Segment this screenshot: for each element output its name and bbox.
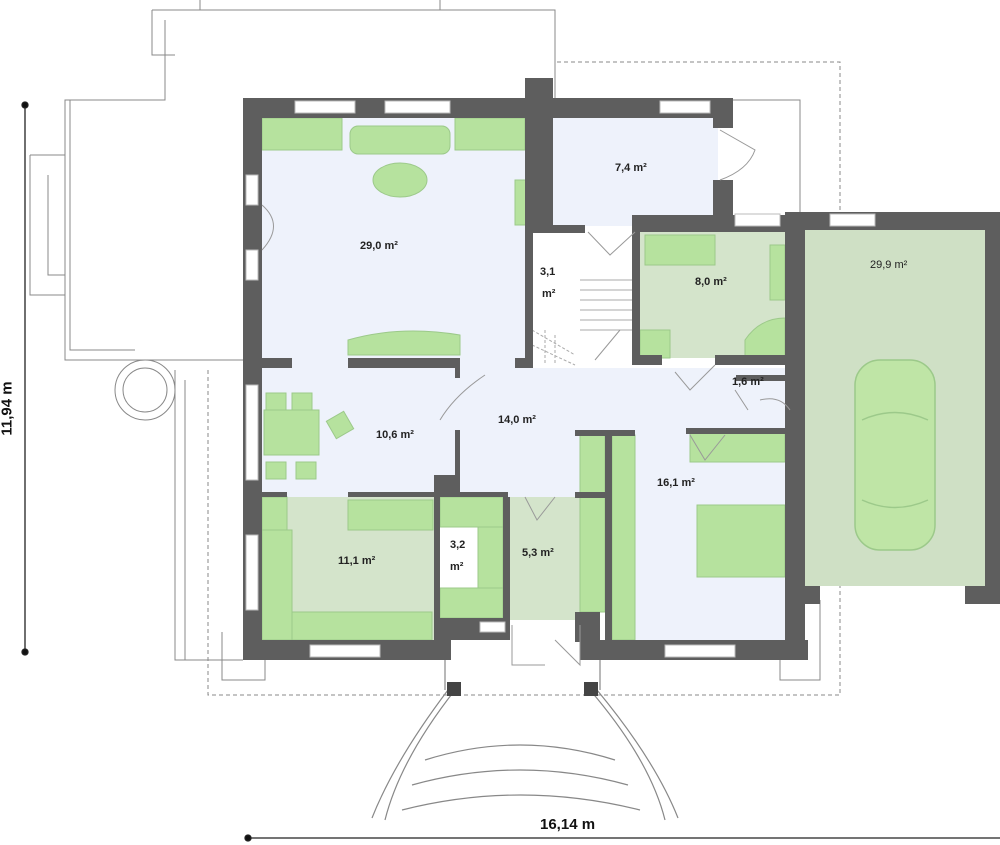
doors	[261, 129, 791, 667]
room-area-stair-line2: m²	[542, 288, 556, 300]
column	[584, 682, 598, 696]
depth-dimension: 11,94 m	[0, 381, 16, 436]
room-area-wc: 1,6 m²	[732, 376, 764, 388]
room-area-pantry-line1: 3,2	[450, 539, 466, 551]
room-area-dining: 10,6 m²	[376, 429, 414, 441]
entrance-steps	[371, 640, 679, 821]
stairs	[531, 279, 635, 366]
column	[447, 682, 461, 696]
room-area-bathroom: 8,0 m²	[695, 276, 727, 288]
room-area-utility: 7,4 m²	[615, 162, 647, 174]
room-area-hall: 14,0 m²	[498, 414, 536, 426]
width-dimension: 16,14 m	[540, 816, 596, 833]
room-area-living: 29,0 m²	[360, 240, 398, 252]
car	[854, 359, 936, 551]
utility-floor	[553, 118, 718, 226]
living-floor	[262, 118, 525, 368]
room-area-stair-line1: 3,1	[540, 266, 556, 278]
furniture	[261, 117, 786, 641]
room-area-pantry-line2: m²	[450, 561, 464, 573]
room-area-bedroom: 16,1 m²	[657, 477, 695, 489]
dimension-lines	[21, 101, 1000, 842]
room-area-garage: 29,9 m²	[870, 259, 908, 271]
room-area-kitchen: 11,1 m²	[338, 555, 376, 567]
windows	[245, 100, 876, 658]
room-area-entrance: 5,3 m²	[522, 547, 554, 559]
entrance-floor	[510, 497, 580, 620]
